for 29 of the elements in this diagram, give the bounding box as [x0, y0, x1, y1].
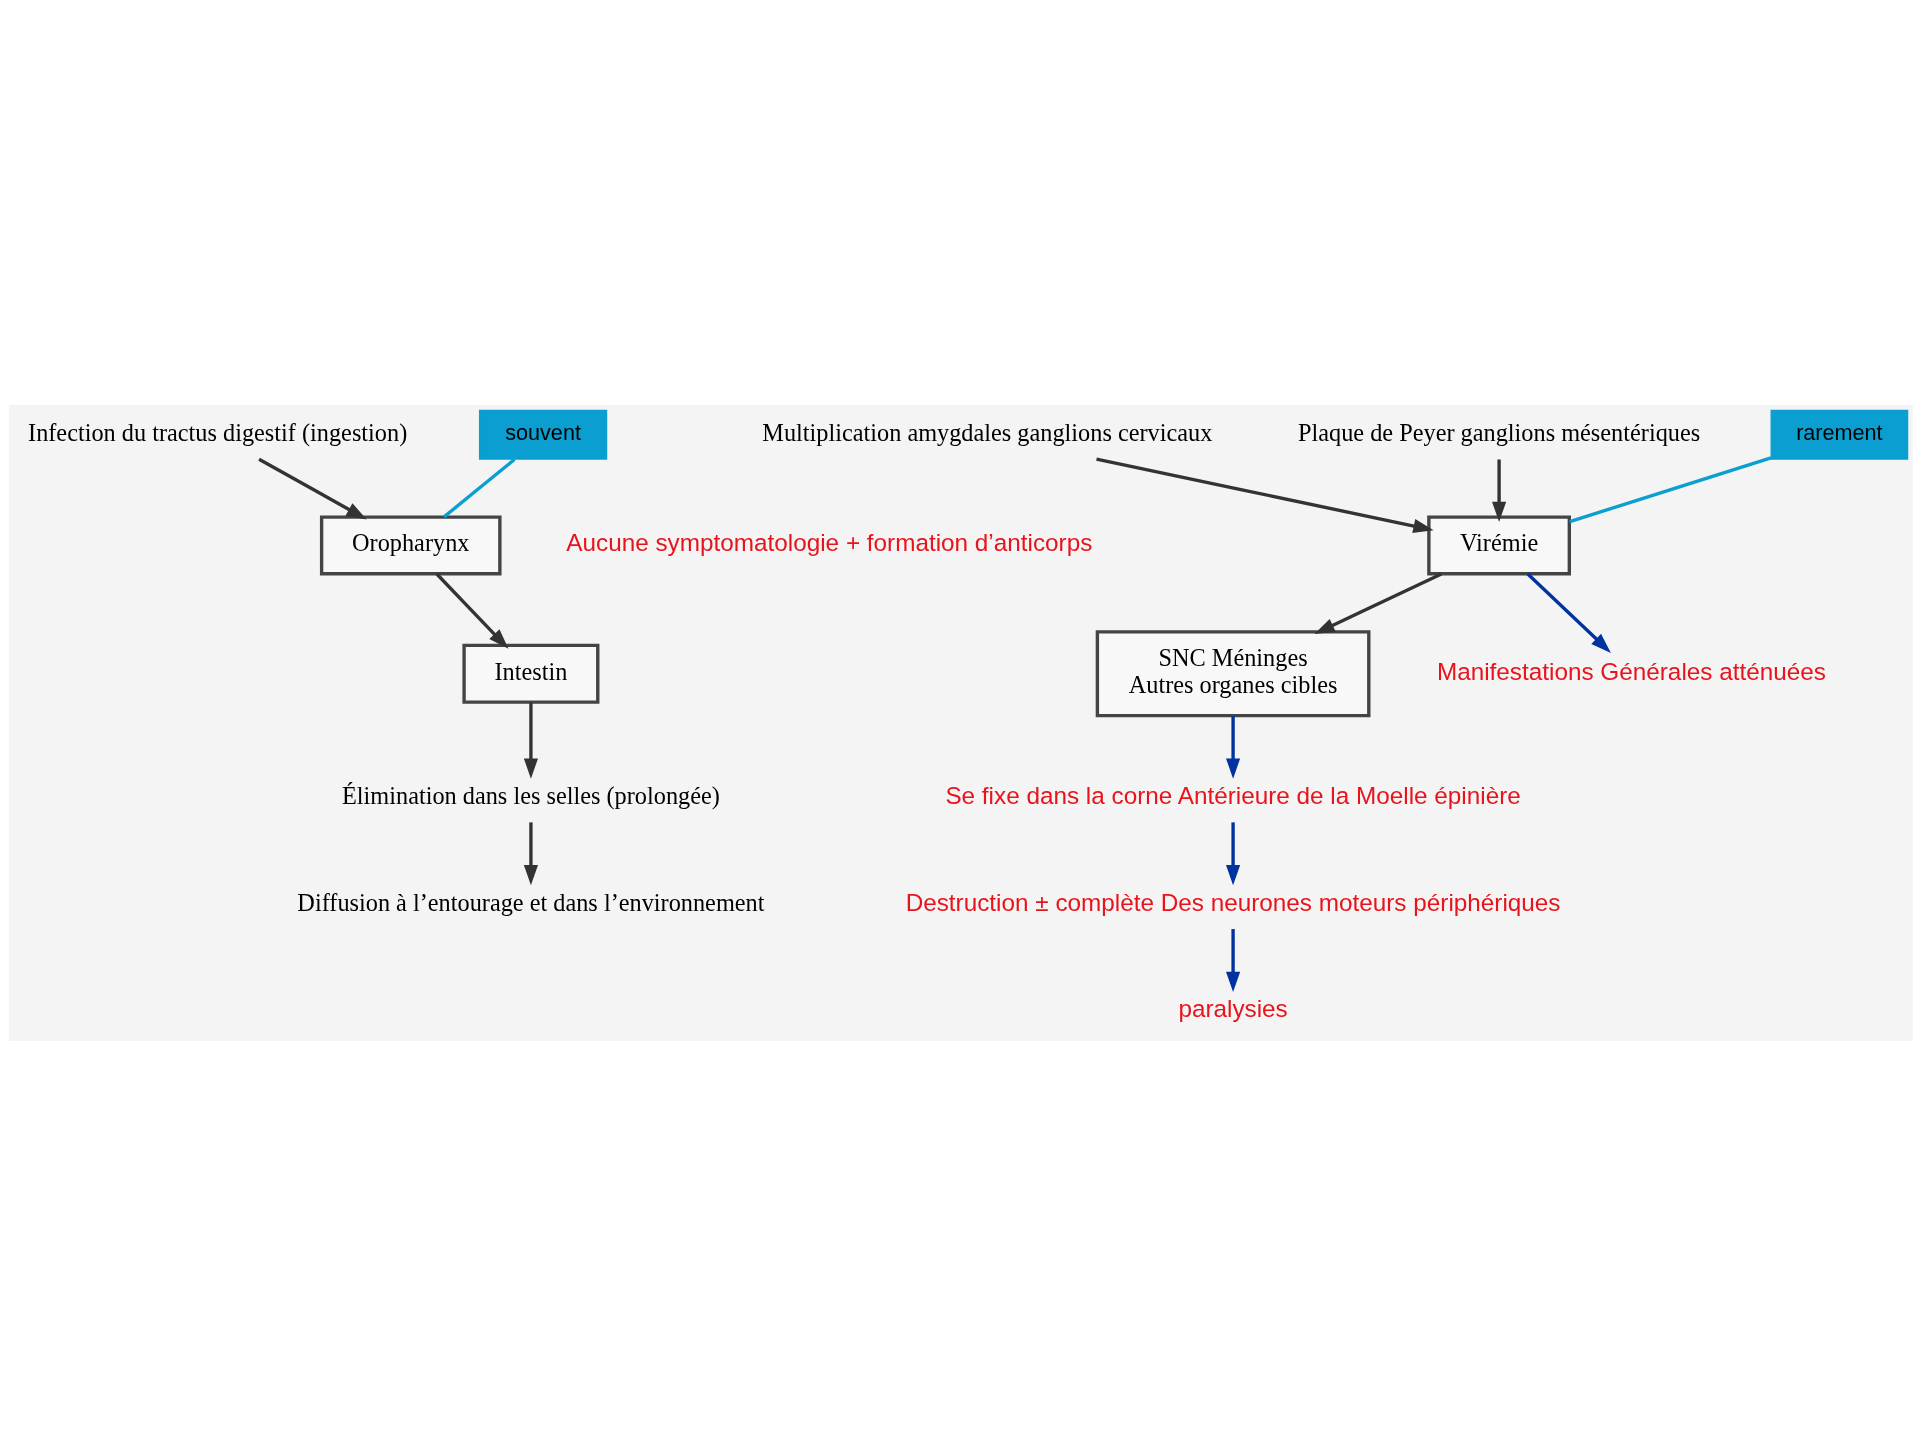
node-text: Se fixe dans la corne Antérieure de la Moelle épinière	[945, 781, 1521, 809]
label: Aucune symptomatologie + formation d’anticorps	[566, 529, 1093, 557]
node-text: Diffusion à l’entourage et dans l’environnement	[297, 888, 765, 916]
arrow	[523, 702, 539, 779]
arrow	[258, 457, 367, 520]
node-text: paralysies	[1178, 995, 1288, 1023]
node-box: Intestin	[462, 643, 600, 704]
arrow	[1314, 572, 1443, 634]
node-text: Destruction ± complète Des neurones moteurs périphériques	[905, 888, 1561, 916]
arrow	[1526, 572, 1611, 653]
node-text: Manifestations Générales atténuées	[1436, 657, 1826, 685]
arrow	[1492, 459, 1507, 522]
connector	[1569, 456, 1772, 524]
arrow	[1096, 457, 1434, 534]
arrow	[1225, 822, 1241, 886]
arrow	[523, 822, 539, 886]
node-box: Virémie	[1427, 515, 1571, 576]
node-text: Plaque de Peyer ganglions mésentériques	[1298, 418, 1701, 446]
arrow	[1225, 929, 1241, 993]
arrow	[1225, 716, 1241, 779]
node-box: SNC Méninges Autres organes cibles	[1095, 630, 1371, 718]
node-box: rarement	[1770, 409, 1909, 460]
node-box: Oropharynx	[319, 515, 502, 576]
node-text: Multiplication amygdales ganglions cervicaux	[762, 418, 1213, 446]
node-text: Élimination dans les selles (prolongée)	[341, 781, 720, 809]
node-text: Infection du tractus digestif (ingestion)	[28, 418, 408, 446]
arrow	[435, 572, 509, 649]
connector	[443, 458, 516, 519]
node-box: souvent	[478, 409, 608, 460]
